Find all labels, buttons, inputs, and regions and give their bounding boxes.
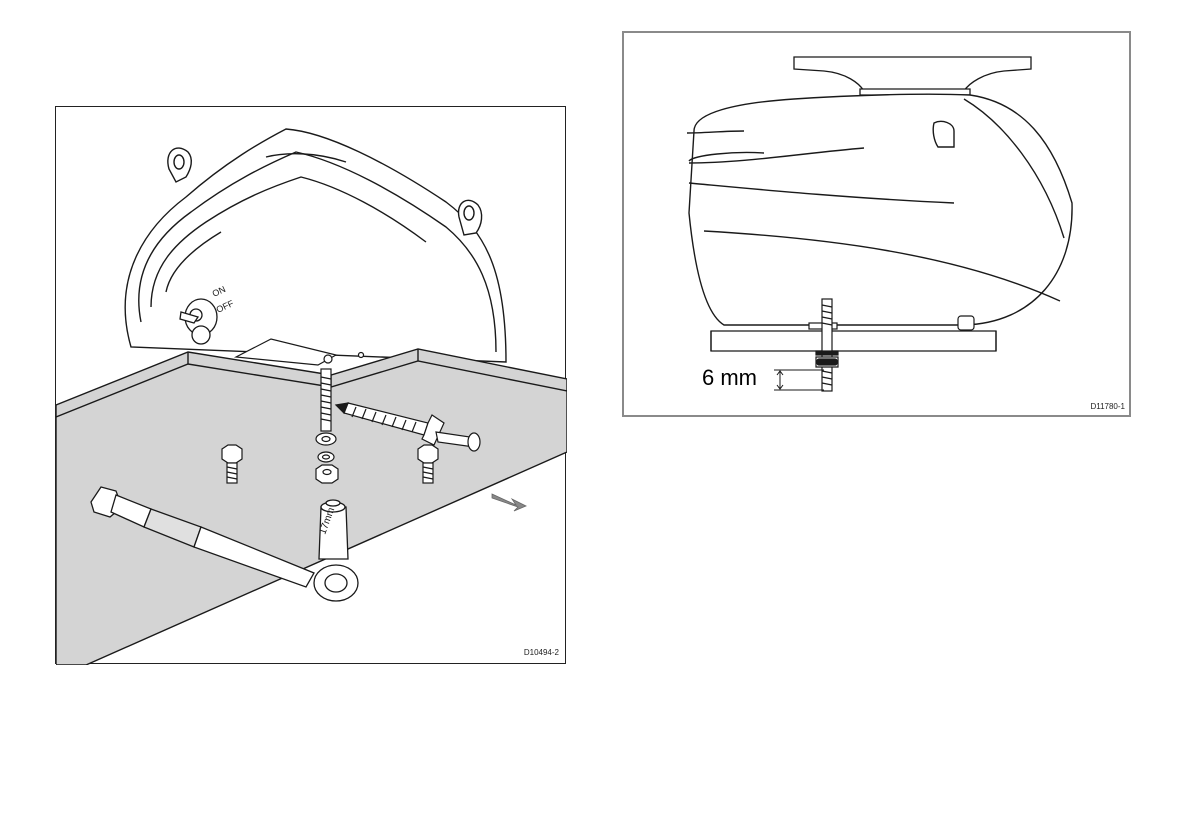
lifting-eye-right: [459, 200, 482, 235]
nut: [316, 465, 338, 483]
threaded-stud: [321, 369, 331, 431]
dimension-marker: [774, 370, 824, 390]
washer: [316, 433, 336, 445]
figure-code: D11780-1: [1090, 402, 1125, 411]
side-view-illustration: [624, 33, 1129, 415]
lifting-eye-left: [168, 148, 191, 182]
antenna-dome-side: [687, 94, 1072, 325]
direction-arrow: [492, 494, 526, 511]
installation-illustration: ON OFF: [56, 107, 567, 665]
top-mount: [794, 57, 1031, 95]
mounting-surface-side: [711, 331, 996, 351]
installation-figure-left: ON OFF: [55, 106, 566, 664]
dimension-label: 6 mm: [702, 367, 757, 389]
figure-code: D10494-2: [524, 648, 559, 657]
installation-figure-right: 6 mm D11780-1: [622, 31, 1131, 417]
spring-washer: [318, 452, 334, 462]
